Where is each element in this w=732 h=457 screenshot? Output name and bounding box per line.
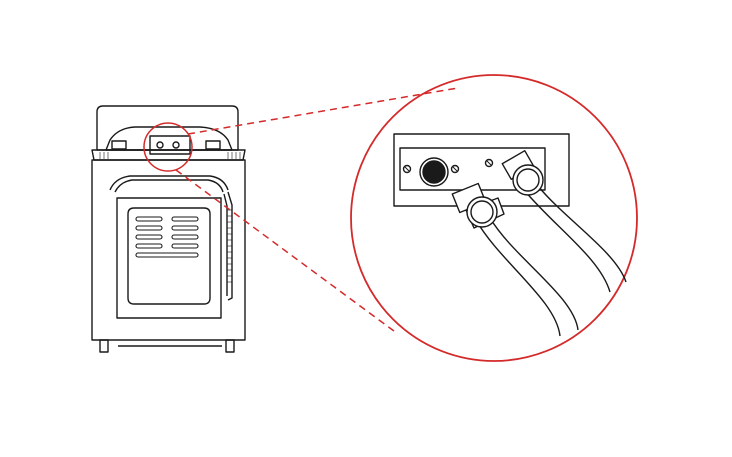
inlet-plate-small: [149, 135, 191, 155]
washer-rear-view: [91, 105, 246, 353]
hose-right: [523, 185, 627, 293]
inlet-port-small-right: [172, 141, 180, 149]
hose-left-coupling: [451, 182, 498, 228]
housing-tab-right: [205, 140, 221, 150]
housing-tab-left: [111, 140, 127, 150]
hose-strap: [109, 175, 229, 191]
washer-foot-right: [225, 339, 235, 353]
valve-plug-icon: [419, 157, 449, 187]
callout: [143, 74, 638, 362]
connection-housing: [105, 126, 233, 151]
drain-hose-ribs: [227, 209, 232, 283]
hose-right-coupling: [501, 150, 544, 196]
access-panel: [127, 207, 211, 305]
zoom-detail: [393, 133, 627, 337]
zoom-circle: [350, 74, 638, 362]
leader-line-bottom: [175, 169, 399, 335]
leader-line-top: [187, 87, 459, 135]
drain-hose-inner: [223, 193, 228, 296]
vent-slots: [135, 216, 199, 258]
washer-foot-left: [99, 339, 109, 353]
washer-cabinet: [91, 159, 246, 341]
washer-console: [96, 105, 239, 151]
mounting-screw-icon: [402, 158, 494, 174]
washer-top-ridge: [91, 149, 246, 161]
hose-strap-inner: [114, 179, 224, 193]
washer-back-panel: [116, 197, 222, 319]
drain-hose: [227, 191, 233, 301]
highlight-circle-small: [143, 122, 193, 172]
ridge-texture: [99, 152, 241, 159]
inlet-port-small-left: [156, 141, 164, 149]
